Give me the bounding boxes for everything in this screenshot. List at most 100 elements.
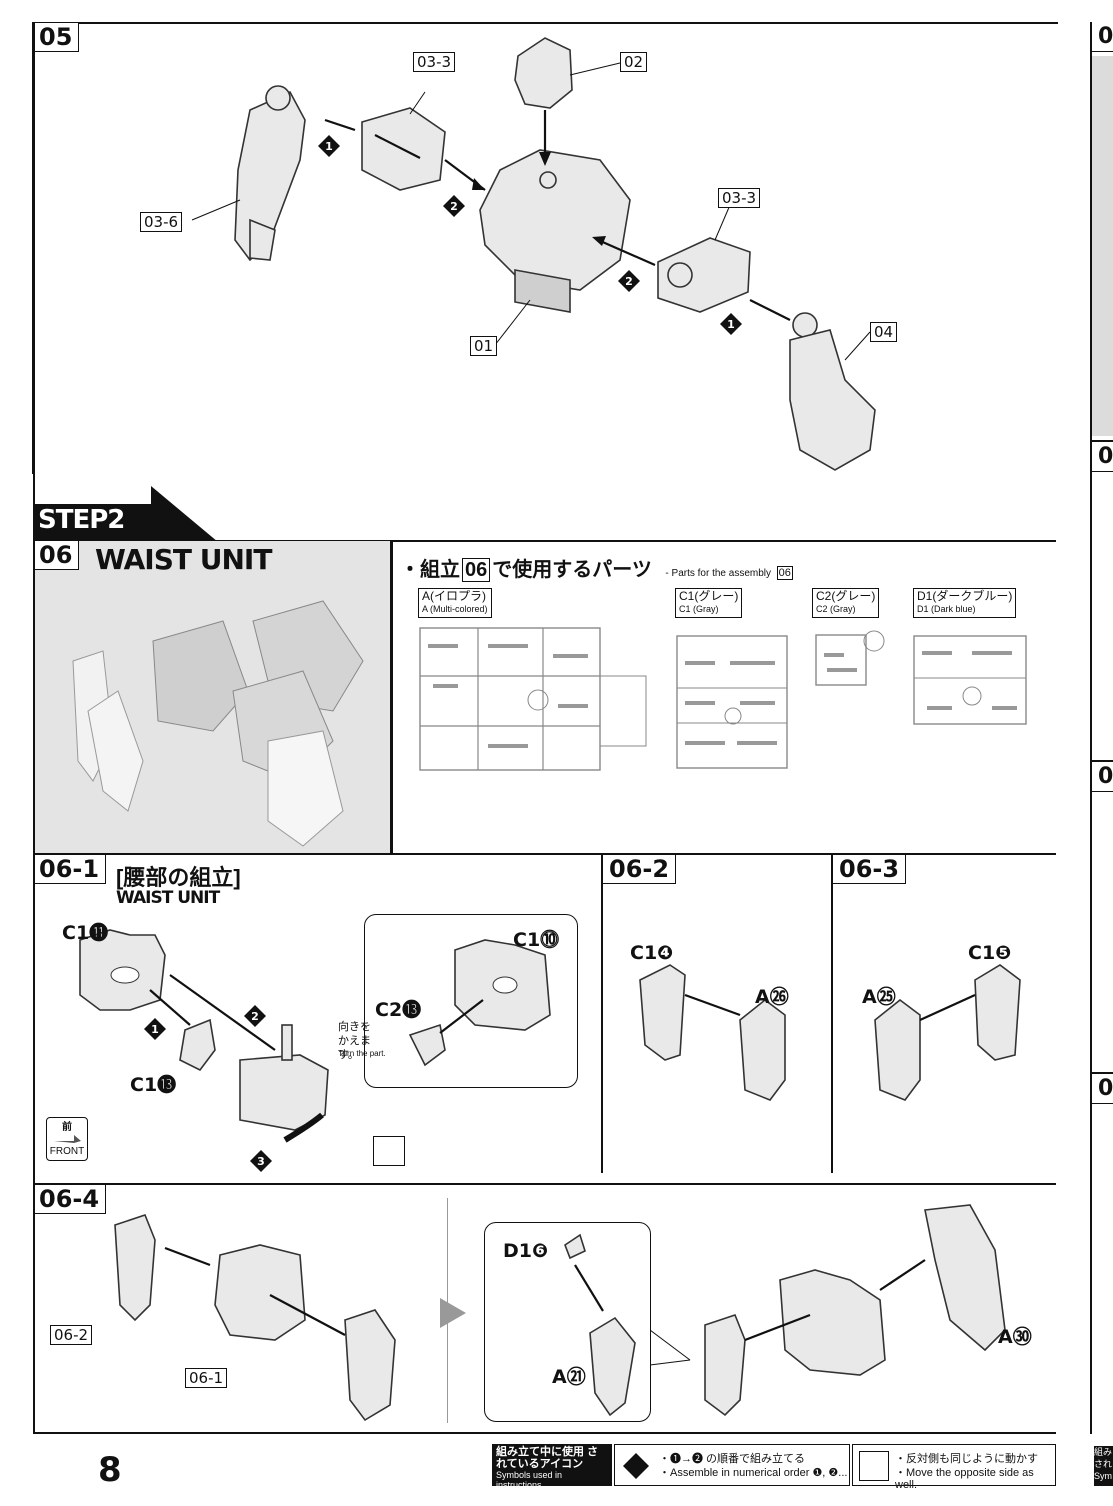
- torso-part: [479, 149, 631, 291]
- part-label-a-26: A㉖: [755, 986, 789, 1008]
- part-label-c1-10: C1⓾: [513, 929, 560, 951]
- svg-text:1: 1: [727, 318, 735, 331]
- step06-1-illustration: [79, 929, 329, 1143]
- divider: [1090, 760, 1113, 762]
- step06-1-title-en: WAIST UNIT: [116, 888, 220, 908]
- opposite-side-icon: [859, 1451, 889, 1481]
- runner-c2-en: C2 (Gray): [816, 604, 856, 614]
- step2-banner: [33, 486, 218, 542]
- right-footer-label: 組み され Sym: [1094, 1446, 1113, 1486]
- label-01: 01: [470, 336, 498, 356]
- step06-4-illustration-left: [114, 1214, 396, 1422]
- label-06-2: 06-2: [50, 1325, 93, 1345]
- right-step-number: 0: [1092, 763, 1113, 792]
- order-legend-en: ・Assemble in numerical order ❶, ❷...: [659, 1467, 848, 1479]
- order-2-icon: 2: [443, 195, 465, 217]
- frame-left: [33, 22, 35, 1434]
- runner-d1-title: D1(ダークブルー)D1 (Dark blue): [913, 588, 1017, 618]
- runner-c1-jp: C1(グレー): [679, 589, 739, 603]
- front-icon-en: FRONT: [49, 1146, 85, 1157]
- order-1-icon: [623, 1453, 649, 1479]
- part-label-c1-4: C1❹: [630, 942, 674, 964]
- svg-text:3: 3: [257, 1155, 265, 1168]
- part-label-a-25: A㉕: [862, 986, 896, 1008]
- part-label-c2-13: C2⓭: [375, 999, 422, 1021]
- detail-box: [484, 1222, 651, 1422]
- right-page-frame: [1090, 22, 1092, 1434]
- step05-number: 05: [33, 23, 80, 52]
- divider: [1090, 440, 1113, 442]
- runner-a-en: A (Multi-colored): [422, 604, 488, 614]
- front-arrow-icon: [54, 1135, 81, 1143]
- runner-a-diagram: [419, 627, 647, 771]
- step06-title: WAIST UNIT: [95, 543, 272, 576]
- arm-left-part: [234, 85, 306, 262]
- opposite-legend-jp: ・反対側も同じように動かす: [895, 1453, 1038, 1465]
- order-1-icon: 1: [144, 1018, 166, 1040]
- order-2-icon: 2: [618, 270, 640, 292]
- front-icon: 前 FRONT: [46, 1117, 88, 1161]
- right-step-number: 0: [1092, 1075, 1113, 1104]
- parts-heading-num: 06: [462, 558, 491, 582]
- order-legend: ・❶→❷ の順番で組み立てる ・Assemble in numerical or…: [614, 1444, 850, 1486]
- divider: [391, 541, 393, 853]
- runner-a-jp: A(イロプラ): [422, 589, 486, 603]
- step06-2-illustration: [639, 964, 786, 1101]
- parts-heading-en: - Parts for the assembly: [665, 568, 772, 579]
- turn-note-jp: 向きを かえます。: [338, 1021, 371, 1061]
- order-1-icon: 1: [318, 135, 340, 157]
- opposite-legend: ・反対側も同じように動かす ・Move the opposite side as…: [852, 1444, 1056, 1491]
- label-03-3: 03-3: [718, 188, 761, 208]
- right-step-number: 0: [1092, 443, 1113, 472]
- detail-box: [364, 914, 578, 1088]
- svg-text:1: 1: [325, 140, 333, 153]
- runner-d1-diagram: [913, 635, 1027, 725]
- svg-text:1: 1: [151, 1023, 159, 1036]
- next-arrow-icon: [440, 1298, 466, 1328]
- label-03-6: 03-6: [140, 212, 183, 232]
- part-label-c1-11: C1⓫: [62, 922, 109, 944]
- head-part: [514, 37, 573, 109]
- step06-4-illustration-right: [650, 1204, 1006, 1417]
- symbols-legend-title: 組み立て中に使用 されているアイコン Symbols used in instr…: [492, 1444, 612, 1490]
- parts-heading-jp: ・組立: [400, 559, 460, 581]
- runner-d1-jp: D1(ダークブルー): [917, 589, 1013, 603]
- divider: [33, 1432, 1056, 1434]
- runner-c2-diagram: [815, 630, 885, 686]
- symbols-title-en: Symbols used in instructions: [496, 1470, 563, 1490]
- part-label-d1-6: D1❻: [503, 1240, 549, 1262]
- front-icon-jp: 前: [62, 1122, 72, 1133]
- part-label-c1-5: C1❺: [968, 942, 1012, 964]
- divider: [33, 853, 1056, 855]
- right-page-photo: [1092, 56, 1113, 436]
- step06-1-title-jp: [腰部の組立]: [116, 865, 241, 890]
- opposite-side-icon: [373, 1136, 405, 1166]
- label-03-3: 03-3: [413, 52, 456, 72]
- order-1-icon: 1: [720, 313, 742, 335]
- label-06-1: 06-1: [185, 1368, 228, 1388]
- svg-text:2: 2: [450, 200, 458, 213]
- step06-number: 06: [33, 541, 80, 570]
- divider: [33, 540, 1056, 542]
- step05-illustration: [191, 37, 876, 471]
- svg-text:2: 2: [625, 275, 633, 288]
- step06-1-number: 06-1: [33, 855, 107, 884]
- label-04: 04: [870, 322, 898, 342]
- runner-c1-title: C1(グレー)C1 (Gray): [675, 588, 743, 618]
- opposite-legend-en: ・Move the opposite side as well.: [895, 1467, 1034, 1491]
- divider: [831, 853, 833, 1173]
- step06-2-number: 06-2: [603, 855, 677, 884]
- runner-c2-jp: C2(グレー): [816, 589, 876, 603]
- divider: [1090, 1072, 1113, 1074]
- runner-a-title: A(イロプラ)A (Multi-colored): [418, 588, 492, 618]
- shoulder-block-right: [657, 237, 751, 313]
- divider: [601, 853, 603, 1173]
- turn-note-en: Turn the part.: [338, 1049, 386, 1058]
- runner-c1-diagram: [676, 635, 788, 769]
- step06-4-number: 06-4: [33, 1185, 107, 1214]
- symbols-title-jp: 組み立て中に使用 されているアイコン: [496, 1446, 599, 1470]
- order-3-icon: 3: [250, 1150, 272, 1172]
- parts-heading-jp2: で使用するパーツ: [492, 559, 652, 581]
- step06-3-number: 06-3: [833, 855, 907, 884]
